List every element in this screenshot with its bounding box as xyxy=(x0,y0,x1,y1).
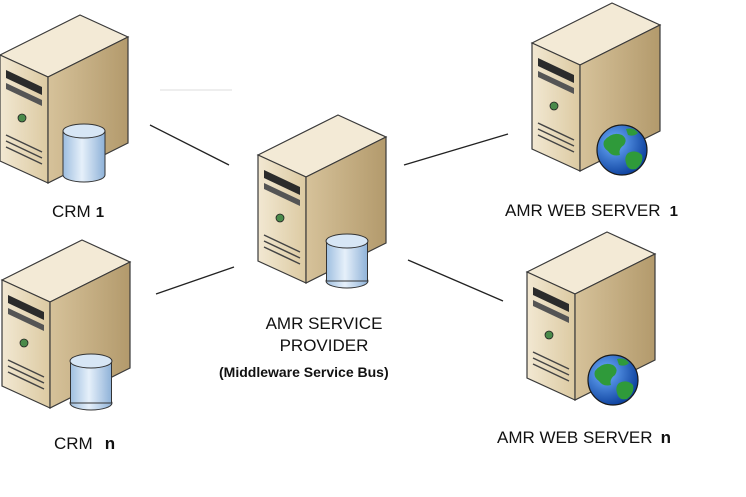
service-provider-line2: PROVIDER xyxy=(279,336,369,355)
globe-icon xyxy=(587,354,639,406)
crm-1-index: 1 xyxy=(95,204,105,221)
web-1-name: AMR WEB SERVER xyxy=(505,201,661,220)
service-provider-subtitle: (Middleware Service Bus) xyxy=(219,364,389,380)
database-icon xyxy=(325,233,369,289)
edge-crmn-to-provider xyxy=(155,266,235,295)
edge-provider-to-web1 xyxy=(403,133,509,166)
service-provider-line1: AMR SERVICE xyxy=(265,314,383,333)
web-n-name: AMR WEB SERVER xyxy=(497,428,653,447)
server-web-1 xyxy=(530,2,662,176)
web-1-label: AMR WEB SERVER 1 xyxy=(505,201,678,221)
database-icon xyxy=(69,353,113,411)
crm-n-index: n xyxy=(104,434,116,453)
web-n-label: AMR WEB SERVER n xyxy=(497,428,671,448)
service-provider-label: AMR SERVICE PROVIDER xyxy=(240,313,408,357)
database-icon xyxy=(62,123,106,183)
globe-icon xyxy=(596,124,648,176)
crm-1-name: CRM xyxy=(52,202,91,221)
crm-n-name: CRM xyxy=(54,434,93,453)
server-service-provider xyxy=(256,114,388,289)
server-crm-1 xyxy=(0,14,130,184)
server-web-n xyxy=(525,231,657,406)
web-n-index: n xyxy=(660,428,671,447)
server-crm-n xyxy=(0,239,132,411)
edge-crm1-to-provider xyxy=(149,124,230,166)
crm-n-label: CRM n xyxy=(54,434,115,454)
web-1-index: 1 xyxy=(669,203,678,220)
edge-provider-to-webn xyxy=(407,259,504,302)
